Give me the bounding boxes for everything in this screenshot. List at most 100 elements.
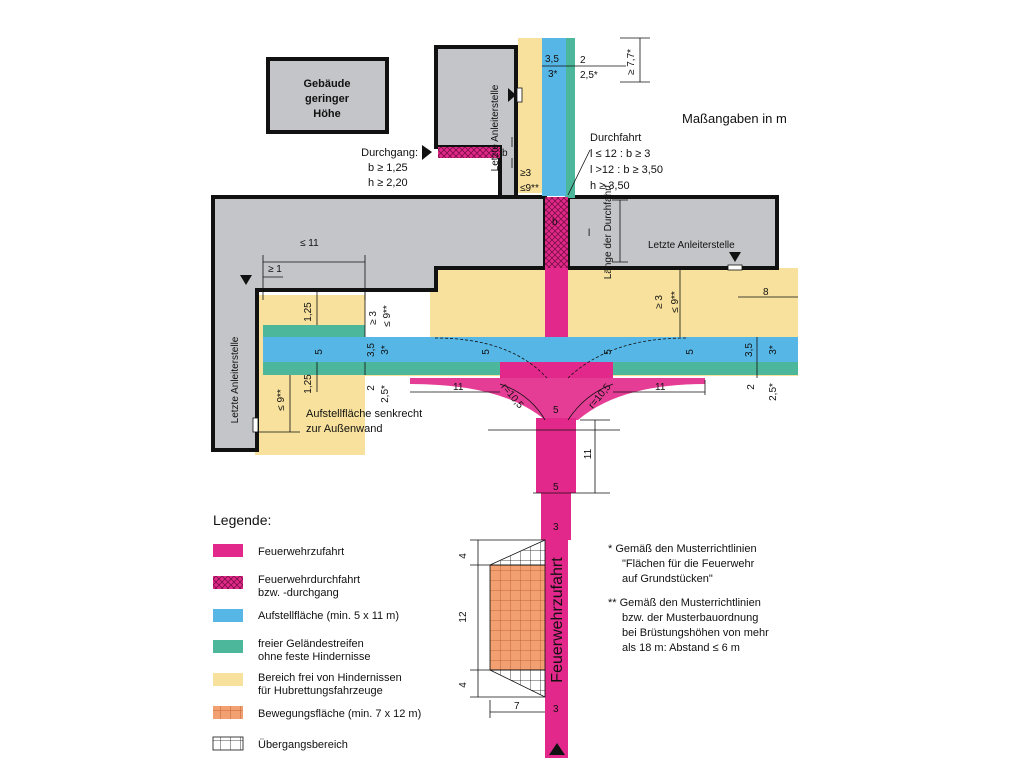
dim-top-25s: 2,5* <box>580 70 598 81</box>
dim-top-35: 3,5 <box>545 54 559 65</box>
legend-item-2b: bzw. -durchgang <box>258 587 339 599</box>
green-strip-left-top <box>263 325 365 337</box>
note2-line2: bzw. der Musterbauordnung <box>622 612 758 624</box>
dim-ge1: ≥ 1 <box>268 264 282 275</box>
arrow-marker-left <box>240 275 252 285</box>
legend-item-5a: Bereich frei von Hindernissen <box>258 672 402 684</box>
aufstell-note-line2: zur Außenwand <box>306 423 382 435</box>
durchgang-b: b ≥ 1,25 <box>368 162 408 174</box>
dim-3-top: 3 <box>553 522 559 533</box>
laenge-durchfahrt: Länge der Durchfahrt <box>603 185 614 280</box>
dim-ge3: ≥3 <box>520 168 531 179</box>
dim-35-left: 3,5 <box>366 343 377 357</box>
dim-2-left: 2 <box>366 385 377 391</box>
yellow-zone-top <box>518 38 542 193</box>
dim-5-c: 5 <box>685 349 696 355</box>
small-building <box>266 57 389 134</box>
passage-b-label: b <box>502 148 508 159</box>
dim-4-bottom: 4 <box>458 682 469 688</box>
green-strip-top <box>565 38 575 198</box>
dim-125b: 1,25 <box>303 374 314 394</box>
legend-swatch-standing <box>213 609 243 622</box>
legend-title: Legende: <box>213 512 271 528</box>
turning-arc-right-inner <box>567 383 614 421</box>
legend-swatch-access <box>213 544 243 557</box>
dim-le9-right: ≤ 9** <box>670 291 681 313</box>
legend-item-4b: ohne feste Hindernisse <box>258 651 371 663</box>
small-building-line2: geringer <box>305 93 350 105</box>
dim-3s-left: 3* <box>380 345 391 355</box>
dim-7: 7 <box>514 701 520 712</box>
legend-item-2a: Feuerwehrdurchfahrt <box>258 574 360 586</box>
dim-3s-right: 3* <box>768 345 779 355</box>
access-road-1 <box>536 418 576 493</box>
building-upper <box>434 45 518 199</box>
legend-item-3: Aufstellfläche (min. 5 x 11 m) <box>258 610 399 622</box>
turning-arc-left-inner <box>499 383 546 421</box>
arrow-marker-durchgang <box>422 145 432 160</box>
dim-5-road: 5 <box>553 482 559 493</box>
dim-5-center: 5 <box>553 405 559 416</box>
legend-item-5b: für Hubrettungsfahrzeuge <box>258 685 383 697</box>
access-road-2 <box>541 493 571 540</box>
dim-4-top: 4 <box>458 553 469 559</box>
aufstell-note-line1: Aufstellfläche senkrecht <box>306 408 422 420</box>
durchgang-title: Durchgang: <box>361 147 418 159</box>
durchgang-h: h ≥ 2,20 <box>368 177 408 189</box>
dim-11-vert: 11 <box>583 448 594 459</box>
dim-top-2: 2 <box>580 55 586 66</box>
arrow-marker-right <box>729 252 741 262</box>
dim-8: 8 <box>763 287 769 298</box>
durchfahrt-rule2: l >12 : b ≥ 3,50 <box>590 164 663 176</box>
durchfahrt-title: Durchfahrt <box>590 132 641 144</box>
arrow-marker-road <box>549 743 565 755</box>
dim-3-bottom: 3 <box>553 704 559 715</box>
transition-area-bottom <box>489 669 546 698</box>
access-through-passage <box>545 268 568 337</box>
dim-top-3s: 3* <box>548 69 558 80</box>
legend-swatch-passage <box>213 576 243 589</box>
green-strip-left-bottom <box>263 362 365 375</box>
durchfahrt-rule1: l ≤ 12 : b ≥ 3 <box>590 148 650 160</box>
transition-area-top <box>489 539 546 566</box>
access-passage-durchgang <box>438 147 500 158</box>
dim-12: 12 <box>458 611 469 623</box>
dim-2-right: 2 <box>746 384 757 390</box>
legend-swatch-yellow <box>213 673 243 686</box>
small-building-line3: Höhe <box>313 108 341 120</box>
dim-ge3-left: ≥ 3 <box>368 311 379 325</box>
dim-25-left: 2,5* <box>380 385 391 403</box>
note1-line2: "Flächen für die Feuerwehr <box>622 558 755 570</box>
note2-line3: bei Brüstungshöhen von mehr <box>622 627 769 639</box>
letzte-anleiterstelle-left: Letzte Anleiterstelle <box>230 336 241 423</box>
dim-11-right: 11 <box>655 382 666 393</box>
dim-ge3-right: ≥ 3 <box>654 295 665 309</box>
letzte-anleiterstelle-top: Letzte Anleiterstelle <box>490 84 501 171</box>
standing-area-main <box>263 337 798 362</box>
dim-25-right: 2,5* <box>768 383 779 401</box>
dim-11-left: 11 <box>453 382 464 393</box>
dim-5-a: 5 <box>481 349 492 355</box>
access-road-3 <box>545 540 568 758</box>
dimension-lines <box>257 37 798 718</box>
road-label: Feuerwehrzufahrt <box>549 557 566 683</box>
dim-le11: ≤ 11 <box>300 238 319 249</box>
durchfahrt-l-label: l <box>588 228 590 239</box>
legend-item-7: Übergangsbereich <box>258 739 348 751</box>
units-label: Maßangaben in m <box>682 111 787 126</box>
legend-item-1: Feuerwehrzufahrt <box>258 546 344 558</box>
dim-le9-left: ≤ 9** <box>382 305 393 327</box>
dim-5-b: 5 <box>603 349 614 355</box>
yellow-zone-main <box>430 268 798 338</box>
legend-item-4a: freier Geländestreifen <box>258 638 364 650</box>
legend-swatch-movement <box>213 706 243 719</box>
turning-arc-left <box>434 337 548 379</box>
dim-35-right: 3,5 <box>744 343 755 357</box>
dim-le9: ≤9** <box>520 183 539 194</box>
dim-le9-left2: ≤ 9** <box>276 389 287 411</box>
legend-swatch-transition <box>212 736 244 751</box>
legend-swatch-green <box>213 640 243 653</box>
arrow-marker-top <box>508 88 516 102</box>
legend-item-6: Bewegungsfläche (min. 7 x 12 m) <box>258 708 421 720</box>
